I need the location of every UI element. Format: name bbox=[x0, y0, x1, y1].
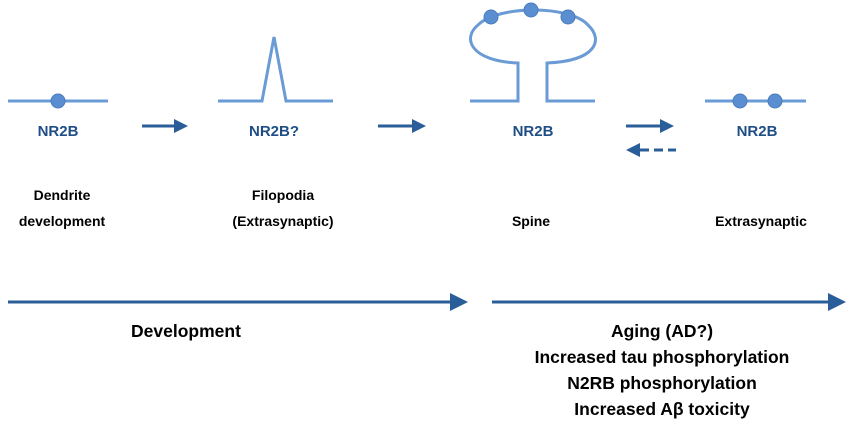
stage-label-line: Spine bbox=[512, 213, 550, 229]
filopodium-shape bbox=[218, 36, 333, 103]
stage-extrasynaptic: NR2B Extrasynaptic bbox=[705, 93, 807, 229]
receptor-dot bbox=[767, 93, 783, 109]
aging-label-line: Aging (AD?) bbox=[611, 321, 713, 341]
progression-arrow bbox=[142, 119, 188, 133]
stage-label-line: Extrasynaptic bbox=[715, 213, 807, 229]
receptor-label: NR2B bbox=[38, 123, 79, 140]
receptor-dot bbox=[483, 9, 499, 25]
receptor-label: NR2B bbox=[737, 123, 778, 140]
reversible-arrows bbox=[626, 119, 676, 157]
stage-label-line: (Extrasynaptic) bbox=[232, 213, 333, 229]
receptor-dot bbox=[523, 2, 539, 18]
aging-label-line: N2RB phosphorylation bbox=[567, 373, 757, 393]
development-label: Development bbox=[131, 321, 241, 341]
stage-spine: NR2B Spine bbox=[469, 2, 597, 229]
stage-filopodia: NR2B? Filopodia (Extrasynaptic) bbox=[218, 36, 334, 229]
receptor-dot bbox=[560, 9, 576, 25]
aging-label-line: Increased tau phosphorylation bbox=[535, 347, 790, 367]
receptor-label: NR2B? bbox=[249, 123, 299, 140]
stage-dendrite: NR2B Dendrite development bbox=[8, 93, 108, 229]
timeline-aging: Aging (AD?) Increased tau phosphorylatio… bbox=[492, 293, 846, 419]
progression-arrow bbox=[378, 119, 426, 133]
receptor-dot bbox=[732, 93, 748, 109]
receptor-label: NR2B bbox=[513, 123, 554, 140]
stage-label-line: Filopodia bbox=[252, 187, 314, 203]
stage-label-line: development bbox=[19, 213, 106, 229]
aging-label-line: Increased Aβ toxicity bbox=[574, 399, 750, 419]
receptor-dot bbox=[50, 93, 66, 109]
timeline-development: Development bbox=[8, 293, 468, 341]
stage-label-line: Dendrite bbox=[34, 187, 91, 203]
